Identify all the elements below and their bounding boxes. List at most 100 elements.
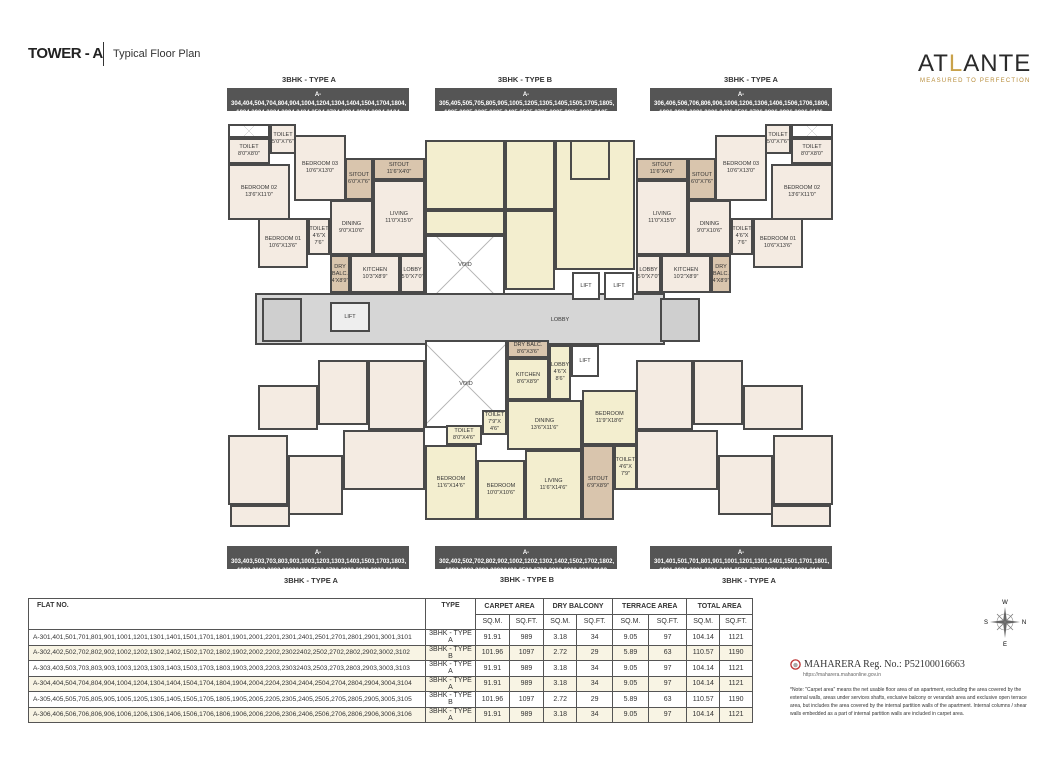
lift: LIFT [330,302,370,332]
flat-cell: A-305,405,505,705,805,905,1005,1205,1305… [28,691,426,708]
room-name: DRY BALC. [713,263,729,277]
room-size: 10'0"X10'6" [486,490,516,496]
room-size: 4'6"X 7'6" [735,233,749,246]
room-name: BEDROOM 01 [264,236,302,242]
room-furnished [771,505,831,527]
area-value-cell: 104.14 [686,706,720,723]
room-name: BEDROOM 01 [759,236,797,242]
area-value-cell: 5.89 [612,644,649,661]
rera-registration: MAHARERA Reg. No.: P52100016663 [804,659,965,670]
flat-cell: A-303,403,503,703,803,903,1003,1203,1303… [28,660,426,677]
table-row: A-301,401,501,701,801,901,1001,1201,1301… [28,629,754,646]
compass-e: E [1003,642,1007,647]
area-value-cell: 97 [647,706,688,723]
area-value-cell: 97 [647,675,688,692]
room: DRY BALC.4'X8'9" [711,255,731,293]
type-cell: 3BHK - TYPE A [425,706,476,723]
room-furnished [425,210,505,235]
table-row: A-306,406,506,706,806,906,1006,1206,1306… [28,706,754,723]
area-value-cell: 1190 [718,644,754,661]
room-name: DINING [534,418,555,424]
room-name: SITOUT [587,475,609,482]
unit-type-label: 3BHK - TYPE B [497,75,553,84]
staircase [660,298,700,342]
compass-n: N [1022,620,1026,626]
col-dry-balcony: DRY BALCONY [543,598,614,615]
area-value-cell: 34 [576,629,614,646]
room-size: 11'6"X4'0" [386,169,412,175]
room-size: 4'6"X 8'6" [553,369,567,382]
room-size: 8'6"X8'9" [517,379,539,385]
lift: LIFT [604,272,634,300]
room-size: 7'9"X 4'6" [488,419,501,432]
col-carpet-area: CARPET AREA [474,598,545,615]
table-row: A-304,404,504,704,804,904,1004,1204,1304… [28,675,754,692]
area-table-body: A-301,401,501,701,801,901,1001,1201,1301… [28,629,754,723]
flat-numbers-box: A-301,401,501,701,801,901,1001,1201,1301… [650,546,832,574]
area-value-cell: 34 [576,675,614,692]
room-furnished [505,210,555,290]
room: DRY BALC.8'6"X3'6" [507,340,549,358]
room-furnished [743,385,803,430]
room-size: 13'6"X11'0" [245,192,273,198]
common-corridor [255,293,665,345]
compass-w: W [1002,600,1008,606]
room-size: 10'6"X13'6" [268,243,298,249]
type-cell: 3BHK - TYPE A [425,629,476,646]
unit-type-label: 3BHK - TYPE B [499,575,555,584]
area-value-cell: 110.57 [686,691,720,708]
room-size: 4'6"X 7'6" [312,233,326,246]
area-value-cell: 989 [508,660,545,677]
room-name: LIVING [389,210,409,217]
room-size: 8'0"X8'0" [238,151,260,157]
rera-url: https://maharera.mahaonline.gov.in [803,672,882,678]
area-value-cell: 91.91 [475,629,510,646]
room-size: 10'6"X13'0" [305,168,335,174]
sub-sqft: SQ.FT. [647,613,688,630]
void-shaft [228,124,270,138]
staircase [262,298,302,342]
room-size: 11'0"X15'0" [648,217,676,224]
area-value-cell: 3.18 [543,629,578,646]
room-size: 10'2"X8'9" [673,274,699,280]
flat-numbers-box: A-303,403,503,703,803,903,1003,1203,1303… [227,546,409,574]
col-terrace-area: TERRACE AREA [612,598,688,615]
sub-sqm: SQ.M. [543,613,578,630]
flat-cell: A-306,406,506,706,806,906,1006,1206,1306… [28,706,426,723]
sub-sqft: SQ.FT. [508,613,545,630]
room-size: 9'0"X10'6" [697,227,722,234]
room-furnished [636,430,718,490]
room-name: LIVING [544,478,563,484]
area-value-cell: 91.91 [475,706,510,723]
room-name: LOBBY [550,362,570,368]
room-name: LIFT [344,313,356,320]
room-name: TOILET [239,144,259,150]
area-value-cell: 1097 [508,644,545,661]
unit-type-label: 3BHK - TYPE A [724,75,778,84]
lobby-label: LOBBY [520,310,600,330]
logo-text-accent: L [948,50,964,77]
area-value-cell: 29 [576,644,614,661]
room-size: 11'6"X4'0" [649,169,675,175]
area-value-cell: 989 [508,706,545,723]
room-size: 5'0"X7'0" [637,274,660,280]
room-size: 10'3"X8'9" [362,274,388,280]
room-size: 4'X8'9" [331,277,349,284]
room-furnished [318,360,368,425]
area-value-cell: 97 [647,629,688,646]
room-furnished [368,360,425,430]
room-name: KITCHEN [673,267,699,273]
room-name: BEDROOM 02 [783,185,821,191]
room-name: KITCHEN [362,267,388,273]
room-size: 10'6"X13'6" [763,243,793,249]
void: VOID [425,235,505,295]
